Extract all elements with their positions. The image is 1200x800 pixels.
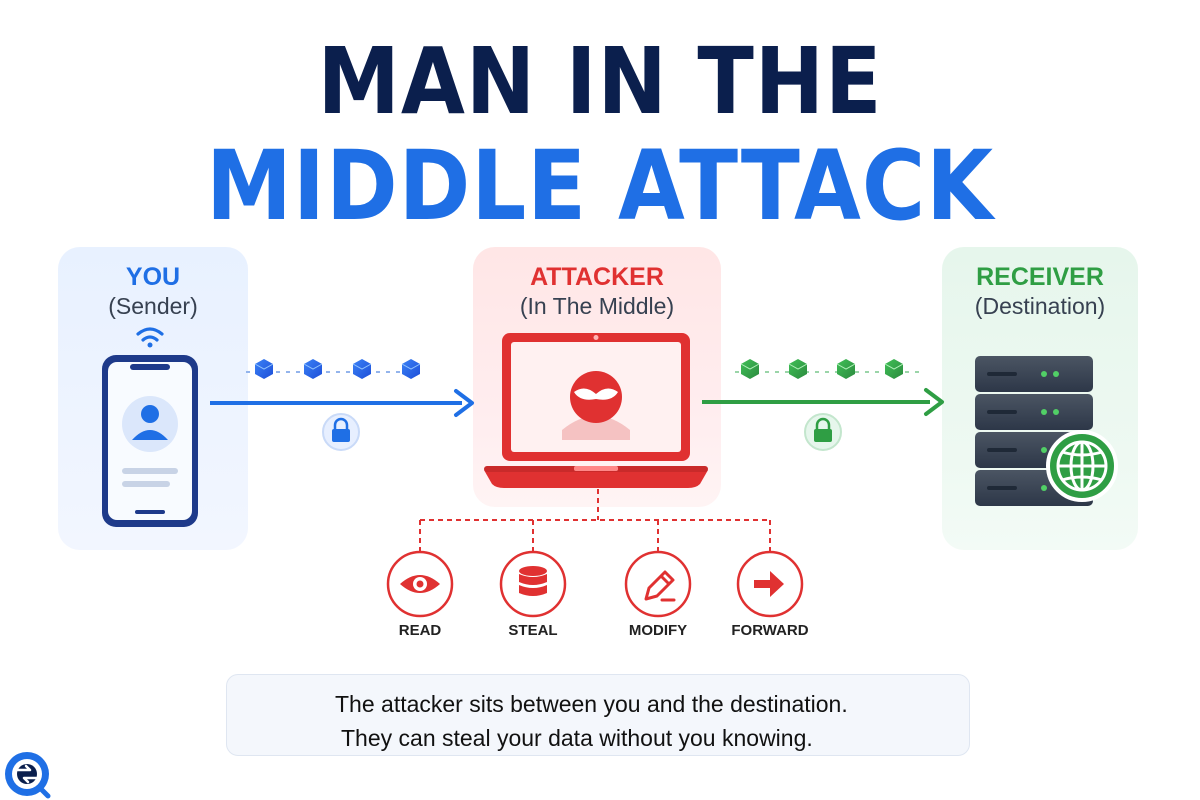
eye-icon bbox=[386, 550, 454, 618]
blue-lock-icon bbox=[322, 413, 360, 451]
attacker-title: ATTACKER bbox=[530, 263, 664, 291]
arrow-right-icon bbox=[736, 550, 804, 618]
info-line-2: They can steal your data without you kno… bbox=[341, 725, 813, 751]
green-lock-icon bbox=[804, 413, 842, 451]
title-line-1: MAN IN THE bbox=[317, 28, 883, 135]
receiver-subtitle: (Destination) bbox=[974, 293, 1106, 319]
green-packet bbox=[740, 359, 760, 379]
globe-icon bbox=[1046, 430, 1118, 502]
info-box: The attacker sits between you and the de… bbox=[226, 674, 970, 756]
sender-data-path bbox=[210, 371, 474, 417]
action-label-read: READ bbox=[398, 622, 442, 639]
action-label-forward: FORWARD bbox=[731, 622, 809, 639]
sender-title: YOU bbox=[125, 263, 181, 291]
blue-packet bbox=[401, 359, 421, 379]
green-packet bbox=[788, 359, 808, 379]
action-label-modify: MODIFY bbox=[628, 622, 688, 639]
phone-icon bbox=[102, 355, 198, 527]
title-line-2: MIDDLE ATTACK bbox=[206, 130, 994, 242]
brand-logo bbox=[5, 752, 51, 799]
attacker-subtitle: (In The Middle) bbox=[519, 293, 675, 319]
info-line-1: The attacker sits between you and the de… bbox=[335, 691, 848, 717]
pencil-icon bbox=[624, 550, 692, 618]
blue-packet bbox=[254, 359, 274, 379]
sender-subtitle: (Sender) bbox=[108, 293, 198, 319]
action-label-steal: STEAL bbox=[508, 622, 558, 639]
green-packet bbox=[884, 359, 904, 379]
receiver-data-path bbox=[702, 371, 944, 416]
hacker-icon bbox=[562, 371, 630, 440]
wifi-icon bbox=[136, 327, 164, 348]
database-icon bbox=[499, 550, 567, 618]
receiver-title: RECEIVER bbox=[976, 263, 1104, 291]
attack-branch-lines bbox=[419, 489, 771, 552]
blue-packet bbox=[352, 359, 372, 379]
blue-packet bbox=[303, 359, 323, 379]
green-packet bbox=[836, 359, 856, 379]
